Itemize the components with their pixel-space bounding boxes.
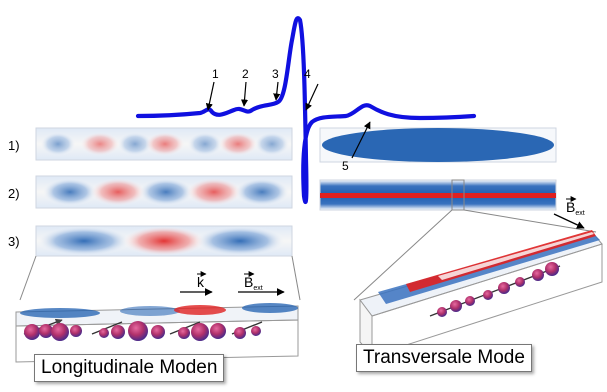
caption-transversal: Transversale Mode [356, 344, 532, 372]
longitudinal-spheres [23, 318, 263, 341]
transversal-spheres [429, 262, 561, 317]
external-field-left: Bext [238, 271, 285, 296]
b-ext-label-right: Bext [566, 199, 585, 217]
transversal-strip-2 [319, 179, 557, 211]
b-ext-label-left: Bext [244, 274, 263, 292]
row-label-2: 2) [8, 186, 20, 201]
marker-label-4: 4 [304, 67, 311, 81]
b-ext-subscript-right: ext [575, 210, 584, 217]
absorption-curve [135, 16, 477, 204]
marker-label-5: 5 [342, 159, 349, 173]
longitudinal-3d-box [15, 303, 299, 363]
marker-arrows [205, 81, 371, 159]
marker-label-1: 1 [212, 67, 219, 81]
transversal-3d-box [359, 230, 603, 358]
k-label: k [197, 274, 205, 290]
row-label-1: 1) [8, 138, 20, 153]
row-label-3: 3) [8, 234, 20, 249]
mode-strip-2 [35, 175, 293, 209]
caption-longitudinal: Longitudinale Moden [34, 354, 225, 382]
zoom-lines-left [19, 255, 301, 301]
zoom-lines-right [353, 209, 597, 301]
b-ext-subscript-left: ext [253, 285, 262, 292]
marker-label-2: 2 [242, 67, 249, 81]
marker-label-3: 3 [272, 67, 279, 81]
wavevector-k: k [180, 271, 213, 296]
external-field-right: Bext [553, 196, 585, 229]
mode-strip-3 [35, 225, 293, 257]
mode-strip-1 [35, 127, 293, 161]
transversal-strip-1 [319, 127, 557, 163]
